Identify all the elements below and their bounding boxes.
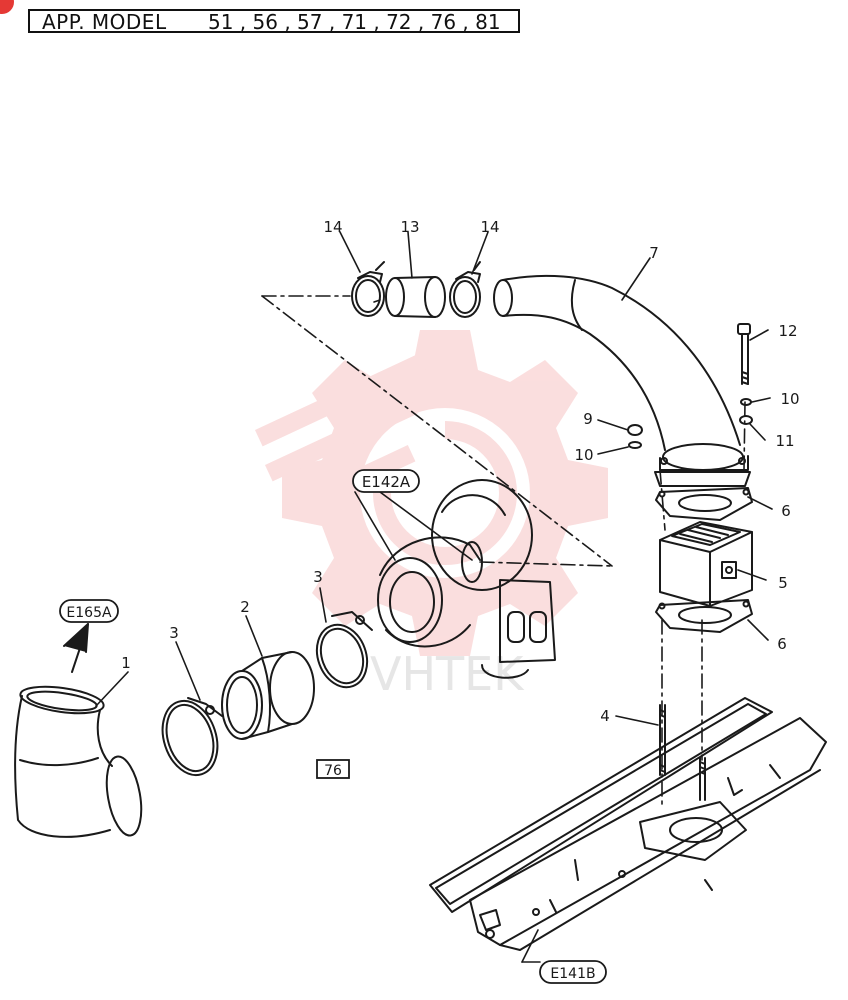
ref-e165a-badge: E165A — [59, 599, 119, 623]
exhaust-manifold — [429, 697, 827, 951]
part-11-nut — [739, 415, 753, 425]
applicable-model-label: APP. MODEL — [42, 10, 167, 34]
part-6-gasket-lower — [655, 599, 753, 633]
callout-2: 2 — [240, 598, 250, 616]
part-1-elbow — [14, 685, 143, 838]
callout-3-upper: 3 — [313, 568, 323, 586]
callout-13: 13 — [400, 218, 419, 236]
watermark-gear-icon — [254, 330, 608, 656]
ref-e142a-label: E142A — [362, 473, 411, 491]
part-4-stud-left — [659, 704, 666, 776]
leader-lines — [95, 231, 773, 963]
part-14-clamp-right — [449, 261, 481, 318]
callout-14-left: 14 — [323, 218, 342, 236]
ref-e141b-badge: E141B — [539, 960, 607, 984]
applicable-model-list: 51 , 56 , 57 , 71 , 72 , 76 , 81 — [208, 10, 501, 34]
callout-14-right: 14 — [480, 218, 499, 236]
part-3-clamp-upper — [315, 611, 373, 689]
callout-10-left: 10 — [574, 446, 593, 464]
callout-5: 5 — [778, 574, 788, 592]
model-tag-box: 76 — [316, 759, 350, 779]
callout-3-lower: 3 — [169, 624, 179, 642]
part-10-washer-right — [740, 398, 752, 406]
part-13-hose — [385, 276, 446, 318]
part-10-washer-left — [628, 441, 642, 449]
part-4-stud-right — [699, 757, 706, 801]
part-9-nut — [627, 424, 643, 436]
part-5-block — [659, 521, 753, 607]
callout-7: 7 — [649, 244, 659, 262]
part-14-clamp-left — [351, 261, 385, 317]
callout-10-right: 10 — [780, 390, 799, 408]
applicable-model-box — [28, 9, 520, 33]
callout-4: 4 — [600, 707, 610, 725]
turbocharger-assembly — [377, 479, 556, 679]
part-6-gasket-upper — [655, 487, 753, 521]
callout-9: 9 — [583, 410, 593, 428]
part-12-bolt — [737, 323, 751, 385]
arrow-icon — [63, 623, 89, 673]
part-2-coupling-hose — [221, 651, 315, 740]
ref-e141b-label: E141B — [550, 966, 595, 982]
callout-1: 1 — [121, 654, 131, 672]
callout-11: 11 — [775, 432, 794, 450]
ref-e165a-label: E165A — [66, 605, 112, 621]
ref-e142a-badge: E142A — [352, 469, 420, 493]
watermark-text: VHTEK — [370, 647, 525, 701]
part-3-clamp-lower — [161, 697, 223, 777]
assembly-guide-lines — [261, 295, 746, 809]
callout-12: 12 — [778, 322, 797, 340]
model-tag-label: 76 — [324, 763, 342, 779]
callout-6-upper: 6 — [781, 502, 791, 520]
callout-6-lower: 6 — [777, 635, 787, 653]
